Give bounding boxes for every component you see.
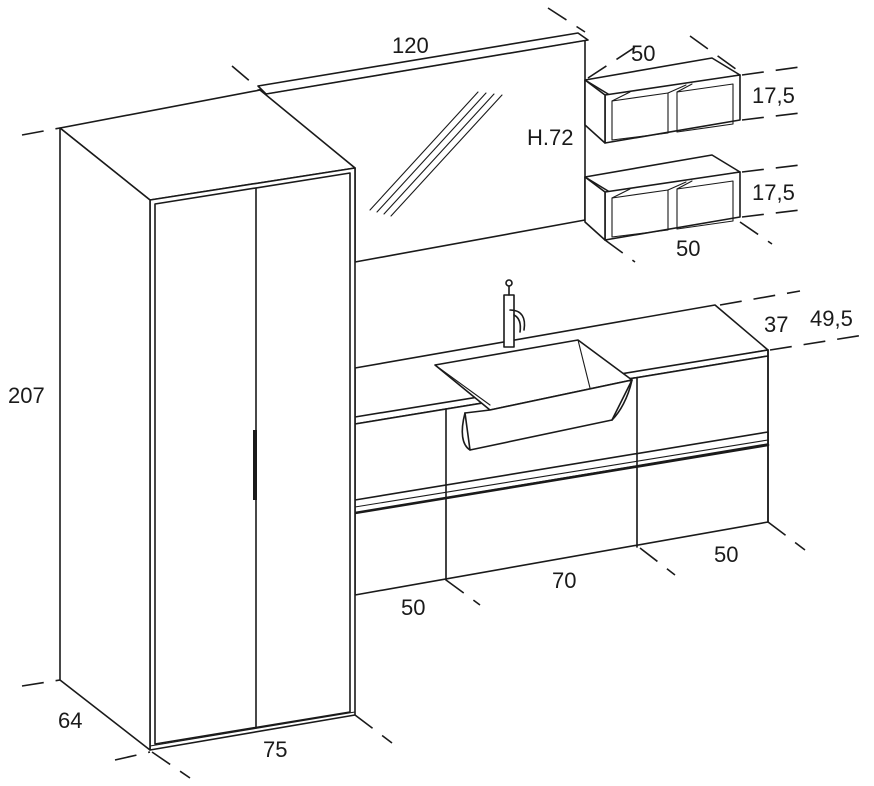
vanity-top-depth-label: 49,5 (810, 306, 853, 331)
faucet (503, 279, 526, 348)
shelf-bottom-width-label: 50 (676, 236, 700, 261)
shelf-top-height-label: 17,5 (752, 83, 795, 108)
shelf-top-width-label: 50 (631, 41, 655, 66)
shelf-bottom-height-label: 17,5 (752, 180, 795, 205)
mirror-reflection-lines (369, 91, 503, 217)
vanity-depth-label: 37 (764, 312, 788, 337)
shelf-lower (584, 154, 741, 241)
shelf-upper (584, 57, 741, 144)
tall-cabinet (59, 89, 356, 751)
vanity-right-width-label: 50 (714, 542, 738, 567)
vanity-center-width-label: 70 (552, 568, 576, 593)
cabinet-handle (253, 430, 257, 500)
vanity-left-width-label: 50 (401, 595, 425, 620)
mirror-width-label: 120 (392, 33, 429, 58)
mirror-height-label: H.72 (527, 125, 573, 150)
tall-cabinet-height-label: 207 (8, 383, 45, 408)
dimension-labels: 120 H.72 50 17,5 17,5 50 37 49,5 50 70 5… (8, 33, 853, 762)
tall-cabinet-depth-label: 64 (58, 708, 82, 733)
tall-cabinet-width-label: 75 (263, 737, 287, 762)
sink-basin (434, 339, 633, 451)
dimension-lines (21, 7, 871, 779)
